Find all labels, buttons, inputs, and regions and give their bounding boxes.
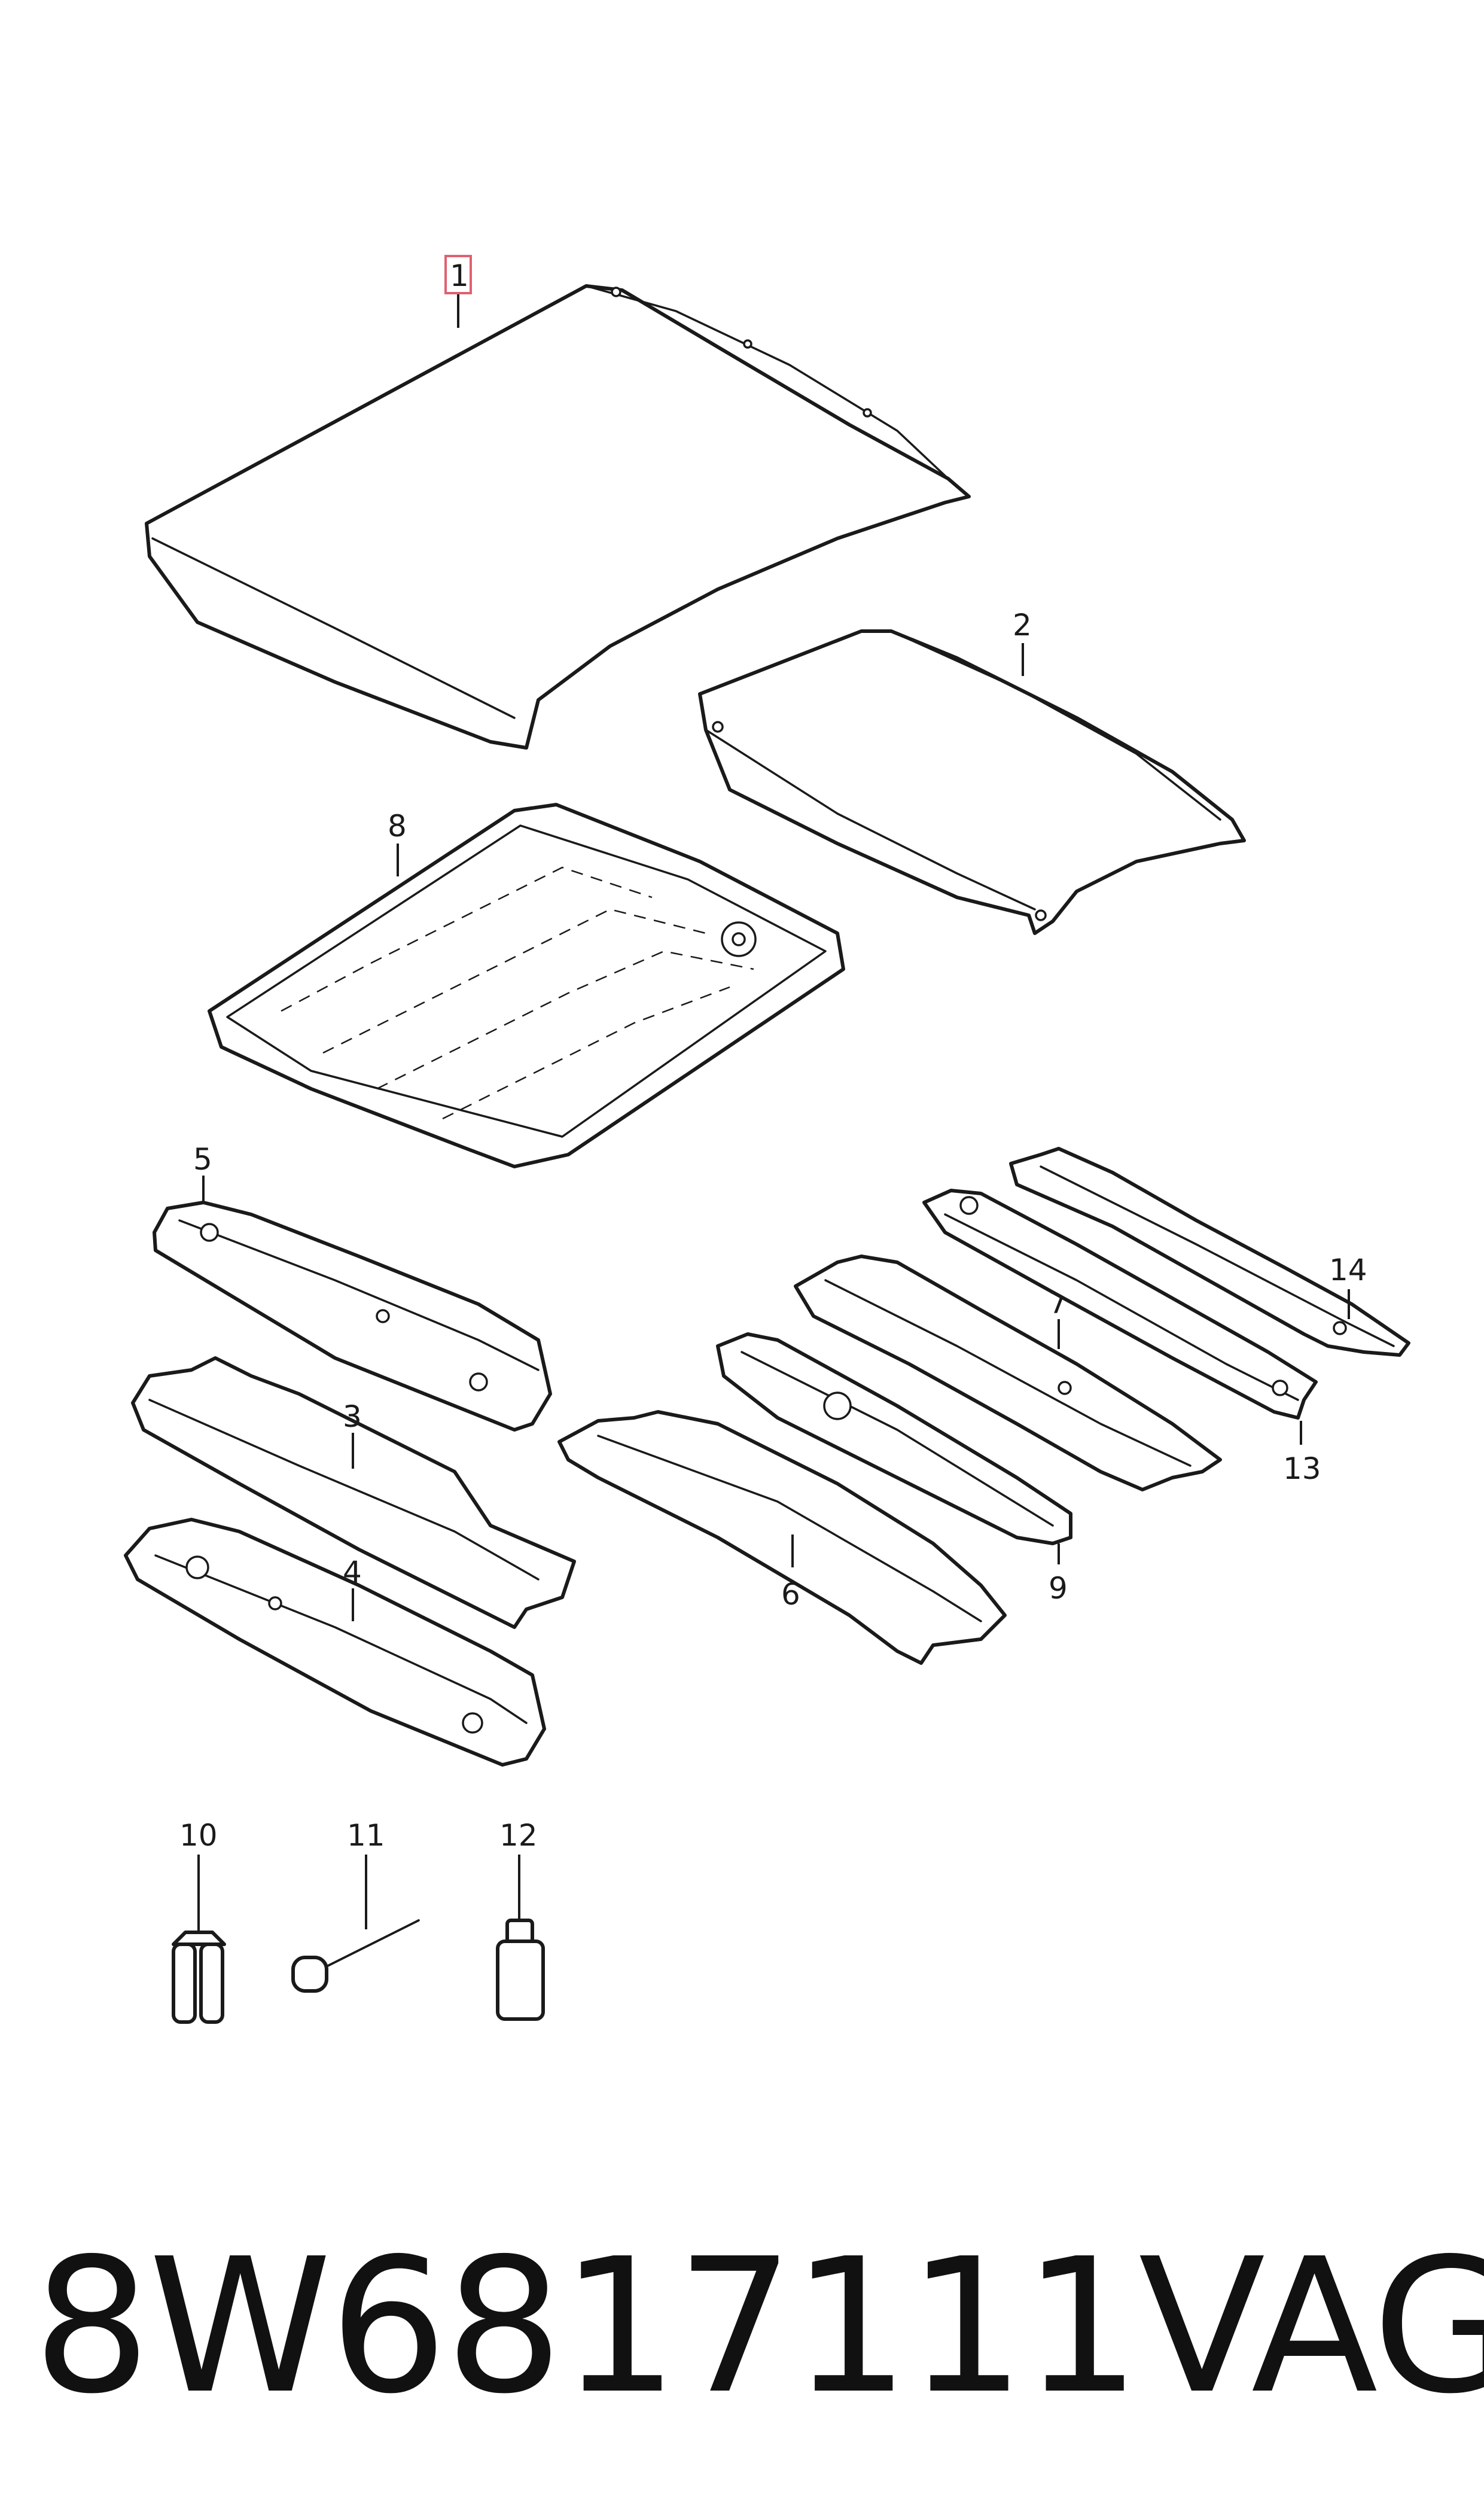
part-front-roof-frame[interactable] bbox=[153, 1201, 552, 1432]
part-number: 8W6817111 bbox=[33, 2219, 1141, 2435]
part-rear-roof-panel[interactable] bbox=[698, 629, 1246, 935]
callout-10[interactable]: 10 bbox=[179, 1818, 218, 1853]
footer-caption: 8W6817111 VAG bbox=[33, 2213, 1484, 2441]
callout-11[interactable]: 11 bbox=[347, 1818, 385, 1853]
callout-3[interactable]: 3 bbox=[343, 1399, 362, 1434]
part-drain-hose[interactable] bbox=[291, 1855, 420, 1993]
part-side-roof-rail[interactable] bbox=[557, 1410, 1007, 1665]
part-front-header[interactable] bbox=[124, 1518, 546, 1767]
callout-1-highlight bbox=[444, 255, 472, 294]
part-front-cross-member[interactable] bbox=[131, 1356, 576, 1629]
callout-4[interactable]: 4 bbox=[343, 1555, 362, 1590]
part-roof-panel[interactable] bbox=[145, 284, 971, 750]
part-middle-roof-bow[interactable] bbox=[794, 1255, 1222, 1491]
part-rear-roof-bow[interactable] bbox=[922, 1189, 1318, 1420]
part-insulation-mat[interactable] bbox=[208, 803, 845, 1168]
part-reinforcement-panel[interactable] bbox=[716, 1332, 1072, 1545]
callout-1[interactable]: 1 bbox=[450, 258, 469, 293]
part-sealant-container[interactable] bbox=[496, 1855, 545, 2021]
callout-6[interactable]: 6 bbox=[781, 1577, 800, 1612]
part-rivet-pair[interactable] bbox=[172, 1855, 226, 2024]
brand-label: VAG bbox=[1138, 2219, 1484, 2435]
callout-5[interactable]: 5 bbox=[193, 1142, 212, 1177]
callout-12[interactable]: 12 bbox=[499, 1818, 538, 1853]
part-rear-header-rail[interactable] bbox=[1009, 1147, 1410, 1357]
callout-2[interactable]: 2 bbox=[1013, 608, 1032, 643]
callout-14[interactable]: 14 bbox=[1329, 1253, 1367, 1287]
callout-9[interactable]: 9 bbox=[1049, 1571, 1068, 1606]
callout-8[interactable]: 8 bbox=[388, 809, 407, 844]
callout-13[interactable]: 13 bbox=[1283, 1451, 1321, 1486]
